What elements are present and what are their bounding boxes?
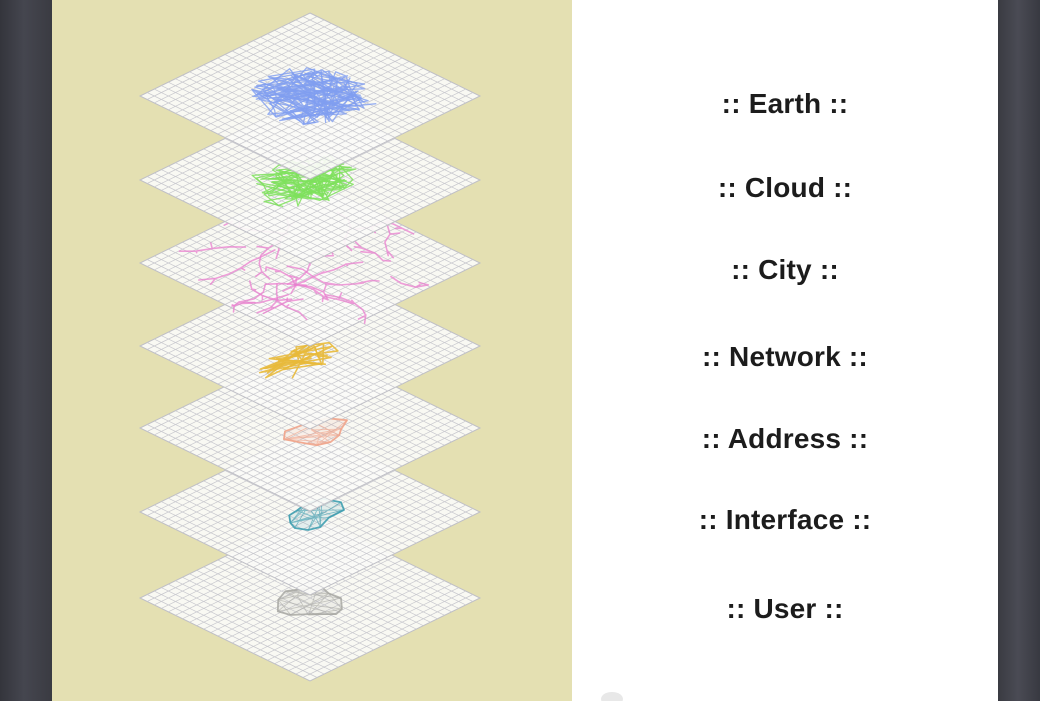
layer-label-list: :: Earth :: :: Cloud :: :: City :: :: Ne… bbox=[572, 0, 998, 701]
layer-label-interface: :: Interface :: bbox=[698, 504, 872, 535]
layer-label-address: :: Address :: bbox=[701, 423, 869, 454]
isometric-layer-stack bbox=[138, 12, 482, 682]
layer-motif-7 bbox=[276, 583, 343, 616]
layer-label-user: :: User :: bbox=[726, 593, 844, 624]
cursor-indicator bbox=[601, 692, 623, 701]
layer-label-earth: :: Earth :: bbox=[721, 88, 849, 119]
layer-label-city: :: City :: bbox=[731, 254, 839, 285]
layer-label-cloud: :: Cloud :: bbox=[717, 172, 853, 203]
layer-label-network: :: Network :: bbox=[702, 341, 868, 372]
layer-plane-2 bbox=[138, 96, 482, 264]
layer-plane-1 bbox=[138, 12, 482, 180]
layer-stack-illustration bbox=[52, 0, 572, 701]
layer-motif-1 bbox=[251, 67, 377, 126]
layer-plane-7 bbox=[138, 514, 482, 682]
frame-edge bbox=[998, 0, 1040, 701]
slide: :: Earth :: :: Cloud :: :: City :: :: Ne… bbox=[52, 0, 998, 701]
layer-motif-4 bbox=[258, 338, 339, 379]
